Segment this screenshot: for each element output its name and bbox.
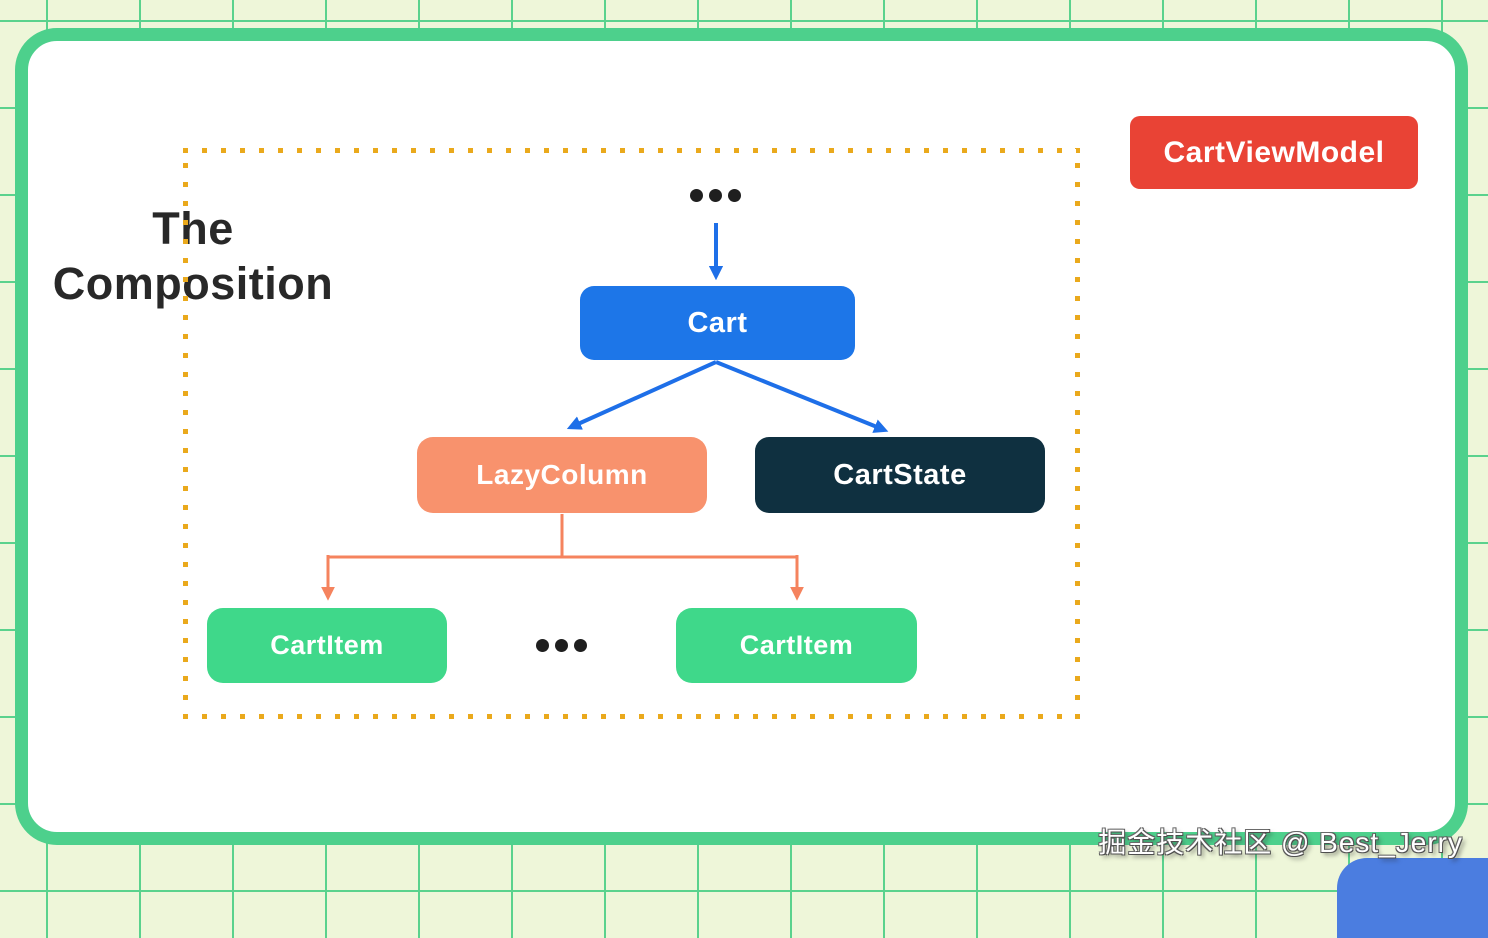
ellipsis-icon	[690, 189, 741, 202]
node-cartitem-left: CartItem	[207, 608, 447, 683]
dot-icon	[555, 639, 568, 652]
blue-corner-decoration	[1337, 858, 1488, 938]
node-cartviewmodel-label: CartViewModel	[1163, 135, 1385, 169]
node-cartitem-right: CartItem	[676, 608, 917, 683]
node-cartstate: CartState	[755, 437, 1045, 513]
node-cartitem-right-label: CartItem	[739, 630, 854, 660]
node-lazycolumn: LazyColumn	[417, 437, 707, 513]
dot-icon	[728, 189, 741, 202]
watermark: 掘金技术社区 @ Best_Jerry	[1098, 827, 1463, 858]
node-lazycolumn-label: LazyColumn	[476, 459, 648, 490]
dot-icon	[690, 189, 703, 202]
ellipsis-icon	[536, 639, 587, 652]
node-cart: Cart	[580, 286, 855, 360]
node-cartitem-left-label: CartItem	[270, 630, 384, 660]
dot-icon	[536, 639, 549, 652]
dot-icon	[709, 189, 722, 202]
node-cartstate-label: CartState	[833, 458, 967, 491]
dot-icon	[574, 639, 587, 652]
node-cart-label: Cart	[687, 306, 748, 339]
node-cartviewmodel: CartViewModel	[1130, 116, 1418, 189]
